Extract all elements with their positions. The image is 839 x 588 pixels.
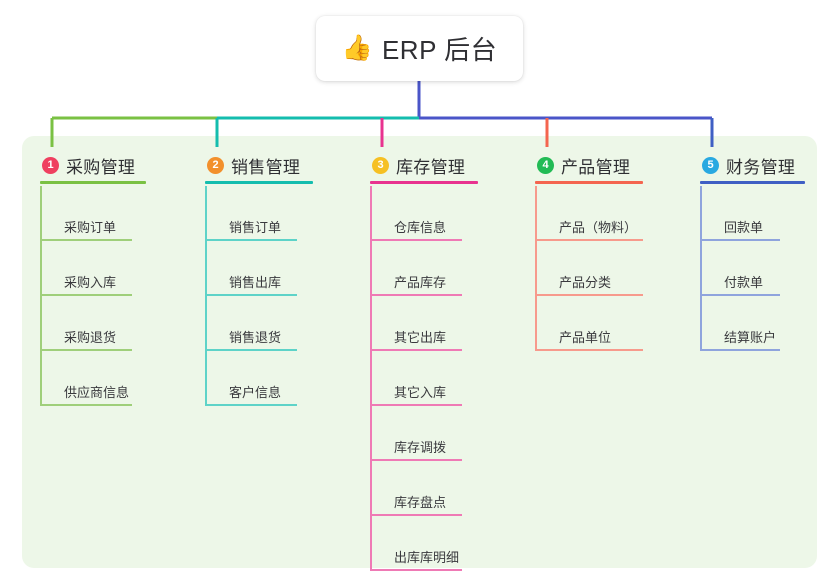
leaf-label: 出库库明细: [394, 550, 460, 565]
branch-title-1: 采购管理: [66, 157, 136, 177]
leaf-underline: [370, 404, 462, 406]
leaf-underline: [40, 404, 132, 406]
branch-header-4[interactable]: 4 产品管理: [535, 148, 630, 182]
leaf-spine-4: [535, 186, 537, 351]
leaf-item[interactable]: 其它入库: [370, 351, 462, 406]
branch-header-3[interactable]: 3 库存管理: [370, 148, 465, 182]
leaf-underline: [535, 294, 643, 296]
leaf-underline: [370, 349, 462, 351]
leaf-item[interactable]: 出库库明细: [370, 516, 462, 571]
leaf-label: 产品库存: [394, 275, 447, 290]
leaf-label: 库存调拨: [394, 440, 447, 455]
branch-badge-5: 5: [702, 156, 719, 174]
diagram-panel: [22, 136, 817, 568]
leaf-label: 销售出库: [229, 275, 282, 290]
leaf-item[interactable]: 采购退货: [40, 296, 132, 351]
leaf-item[interactable]: 销售订单: [205, 186, 297, 241]
branch-header-2[interactable]: 2 销售管理: [205, 148, 300, 182]
root-node-content: 👍 ERP 后台: [342, 30, 497, 67]
leaf-item[interactable]: 销售退货: [205, 296, 297, 351]
branch-badge-4: 4: [537, 156, 554, 174]
leaf-item[interactable]: 供应商信息: [40, 351, 132, 406]
leaf-spine-5: [700, 186, 702, 351]
branch-title-4: 产品管理: [561, 157, 631, 177]
leaf-underline: [370, 514, 462, 516]
leaf-label: 采购入库: [64, 275, 117, 290]
leaf-label: 回款单: [724, 220, 764, 235]
leaf-spine-2: [205, 186, 207, 406]
leaf-label: 付款单: [724, 275, 764, 290]
leaf-list-3: 仓库信息产品库存其它出库其它入库库存调拨库存盘点出库库明细: [370, 186, 462, 571]
leaf-item[interactable]: 回款单: [700, 186, 780, 241]
leaf-underline: [205, 404, 297, 406]
branch-header-1[interactable]: 1 采购管理: [40, 148, 135, 182]
leaf-list-2: 销售订单销售出库销售退货客户信息: [205, 186, 297, 406]
leaf-label: 产品（物料）: [559, 220, 638, 235]
leaf-label: 供应商信息: [64, 385, 130, 400]
leaf-item[interactable]: 库存盘点: [370, 461, 462, 516]
branch-badge-2: 2: [207, 156, 224, 174]
leaf-item[interactable]: 采购入库: [40, 241, 132, 296]
root-title: ERP 后台: [381, 35, 498, 65]
branch-underline-3: [370, 181, 478, 184]
root-node[interactable]: 👍 ERP 后台: [316, 16, 523, 81]
leaf-underline: [535, 349, 643, 351]
leaf-label: 产品分类: [559, 275, 612, 290]
leaf-item[interactable]: 产品分类: [535, 241, 643, 296]
leaf-underline: [370, 239, 462, 241]
branch-title-3: 库存管理: [396, 157, 466, 177]
leaf-label: 其它出库: [394, 330, 447, 345]
branch-underline-5: [700, 181, 805, 184]
leaf-underline: [40, 294, 132, 296]
branch-header-5[interactable]: 5 财务管理: [700, 148, 795, 182]
thumbs-up-icon: 👍: [341, 34, 373, 62]
branch-underline-1: [40, 181, 146, 184]
leaf-item[interactable]: 产品（物料）: [535, 186, 643, 241]
leaf-underline: [205, 349, 297, 351]
leaf-item[interactable]: 产品库存: [370, 241, 462, 296]
leaf-list-1: 采购订单采购入库采购退货供应商信息: [40, 186, 132, 406]
leaf-label: 结算账户: [724, 330, 777, 345]
leaf-spine-3: [370, 186, 372, 571]
leaf-item[interactable]: 仓库信息: [370, 186, 462, 241]
branch-underline-2: [205, 181, 313, 184]
leaf-item[interactable]: 销售出库: [205, 241, 297, 296]
leaf-underline: [535, 239, 643, 241]
leaf-spine-1: [40, 186, 42, 406]
leaf-underline: [40, 239, 132, 241]
leaf-underline: [370, 459, 462, 461]
branch-title-2: 销售管理: [231, 157, 301, 177]
leaf-item[interactable]: 采购订单: [40, 186, 132, 241]
leaf-item[interactable]: 库存调拨: [370, 406, 462, 461]
leaf-underline: [700, 239, 780, 241]
leaf-underline: [370, 569, 462, 571]
leaf-item[interactable]: 客户信息: [205, 351, 297, 406]
leaf-item[interactable]: 结算账户: [700, 296, 780, 351]
leaf-list-4: 产品（物料） 产品分类产品单位: [535, 186, 643, 351]
leaf-label: 其它入库: [394, 385, 447, 400]
leaf-item[interactable]: 付款单: [700, 241, 780, 296]
leaf-label: 仓库信息: [394, 220, 447, 235]
leaf-underline: [205, 294, 297, 296]
leaf-list-5: 回款单付款单结算账户: [700, 186, 780, 351]
leaf-underline: [700, 349, 780, 351]
branch-badge-3: 3: [372, 156, 389, 174]
leaf-label: 产品单位: [559, 330, 612, 345]
leaf-label: 采购退货: [64, 330, 117, 345]
leaf-label: 库存盘点: [394, 495, 447, 510]
leaf-label: 客户信息: [229, 385, 282, 400]
branch-badge-1: 1: [42, 156, 59, 174]
leaf-label: 销售退货: [229, 330, 282, 345]
leaf-underline: [700, 294, 780, 296]
leaf-label: 采购订单: [64, 220, 117, 235]
branch-title-5: 财务管理: [726, 157, 796, 177]
leaf-label: 销售订单: [229, 220, 282, 235]
branch-underline-4: [535, 181, 643, 184]
leaf-item[interactable]: 产品单位: [535, 296, 643, 351]
leaf-item[interactable]: 其它出库: [370, 296, 462, 351]
leaf-underline: [370, 294, 462, 296]
leaf-underline: [40, 349, 132, 351]
leaf-underline: [205, 239, 297, 241]
